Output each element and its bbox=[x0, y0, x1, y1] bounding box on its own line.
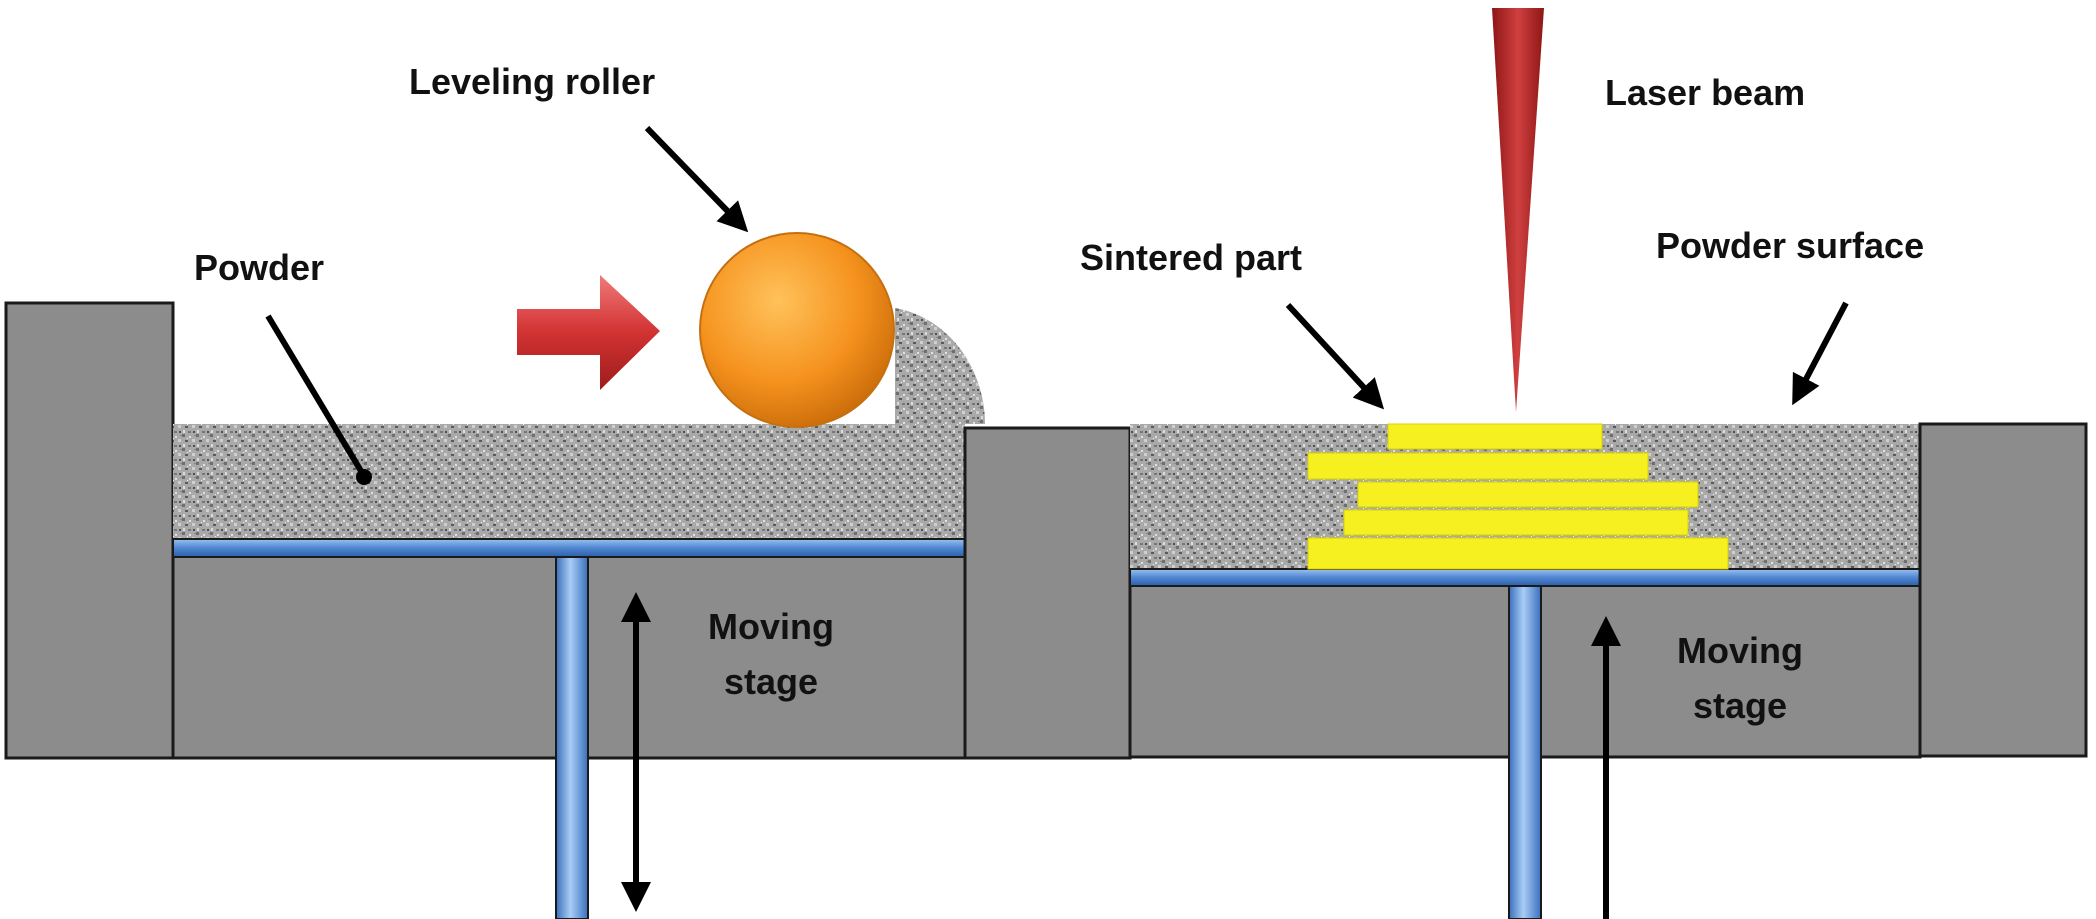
powder-pointer-line bbox=[265, 314, 367, 478]
powder-heap bbox=[895, 308, 985, 424]
leveling-roller-pointer-arrow bbox=[644, 125, 749, 233]
sintered-layer bbox=[1307, 452, 1649, 480]
middle-wall bbox=[963, 426, 1132, 760]
sintered-layer bbox=[1307, 537, 1729, 570]
label-sintered-part: Sintered part bbox=[1080, 237, 1302, 278]
sintered-part bbox=[1307, 423, 1729, 570]
sintered-layer bbox=[1343, 509, 1689, 536]
label-moving-stage-left-1: Moving bbox=[708, 606, 834, 647]
label-moving-stage-left-2: stage bbox=[724, 661, 818, 702]
label-laser-beam: Laser beam bbox=[1605, 72, 1805, 113]
label-leveling-roller: Leveling roller bbox=[409, 61, 655, 102]
laser-beam-icon bbox=[1492, 8, 1544, 412]
powder-surface-pointer-arrow bbox=[1792, 301, 1849, 406]
left-stage-plate bbox=[172, 538, 966, 558]
left-outer-wall bbox=[4, 301, 175, 760]
right-stage-rod bbox=[1508, 585, 1542, 919]
left-powder-bed bbox=[173, 424, 965, 542]
label-moving-stage-right-2: stage bbox=[1693, 685, 1787, 726]
left-stage-rod bbox=[555, 556, 589, 919]
push-arrow-icon bbox=[517, 275, 660, 390]
right-stage-plate bbox=[1129, 568, 1921, 587]
label-powder-surface: Powder surface bbox=[1656, 225, 1924, 266]
sintered-part-pointer-arrow bbox=[1285, 302, 1385, 410]
powder-pointer-dot bbox=[356, 469, 372, 485]
right-outer-wall bbox=[1918, 422, 2088, 758]
sintered-layer bbox=[1387, 423, 1603, 450]
sintered-layer bbox=[1357, 481, 1699, 508]
label-moving-stage-right-1: Moving bbox=[1677, 630, 1803, 671]
roller-icon bbox=[699, 232, 895, 428]
label-powder: Powder bbox=[194, 247, 324, 288]
